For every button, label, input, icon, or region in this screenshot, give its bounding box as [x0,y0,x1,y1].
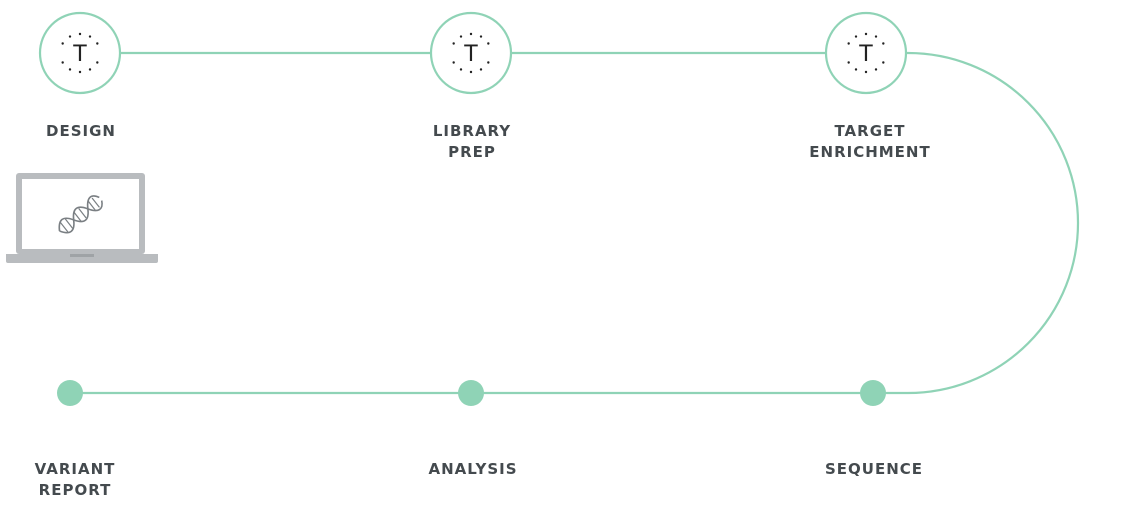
twist-logo-icon: T [463,42,478,67]
ring-dot [61,42,64,45]
ring-dot [78,70,82,74]
label-line: ENRICHMENT [809,143,931,161]
step-label-library-prep: LIBRARY PREP [362,121,582,163]
step-label-sequence: SEQUENCE [764,459,984,480]
ring-dot [854,35,858,38]
ring-dot [78,32,82,36]
ring-dot [864,70,868,74]
ring-dot [479,35,483,38]
ring-dot [854,68,858,71]
ring-dot [459,35,463,38]
label-line: VARIANT [34,460,116,478]
ring-dot [882,61,885,64]
ring-dot [847,42,850,45]
step-node-library-prep: T [429,11,513,95]
ring-dot [874,68,878,71]
dotted-ring-icon [452,32,490,74]
label-line: ANALYSIS [428,460,518,478]
step-label-analysis: ANALYSIS [363,459,583,480]
step-label-target-enrichment: TARGET ENRICHMENT [760,121,980,163]
ring-dot [68,68,72,71]
ring-dot [479,68,483,71]
ring-dot [96,61,99,64]
ring-dot [68,35,72,38]
label-line: TARGET [834,122,906,140]
ring-dot [469,70,473,74]
ring-dot [487,42,490,45]
dotted-ring-icon [61,32,99,74]
label-line: SEQUENCE [824,460,924,478]
ring-dot [459,68,463,71]
label-line: PREP [448,143,496,161]
ring-dot [452,42,455,45]
ring-dot [487,61,490,64]
ring-dot [96,42,99,45]
ring-dot [882,42,885,45]
twist-logo-icon: T [858,42,873,67]
step-node-target-enrichment: T [824,11,908,95]
ring-dot [469,32,473,36]
step-node-analysis [458,380,484,406]
dotted-ring-icon [847,32,885,74]
dna-helix-icon [58,195,103,234]
ring-dot [452,61,455,64]
step-node-sequence [860,380,886,406]
label-line: LIBRARY [432,122,512,140]
label-line: DESIGN [46,122,116,140]
ring-dot [61,61,64,64]
step-node-variant-report [57,380,83,406]
step-label-variant-report: VARIANT REPORT [0,459,185,501]
ring-dot [847,61,850,64]
ring-dot [874,35,878,38]
step-label-design: DESIGN [0,121,191,142]
ring-dot [88,68,92,71]
step-node-design: T [38,11,122,95]
label-line: REPORT [38,481,112,499]
ring-dot [864,32,868,36]
twist-logo-icon: T [72,42,87,67]
ring-dot [88,35,92,38]
laptop-dna-icon [6,173,158,263]
workflow-connector-line [70,51,1080,395]
